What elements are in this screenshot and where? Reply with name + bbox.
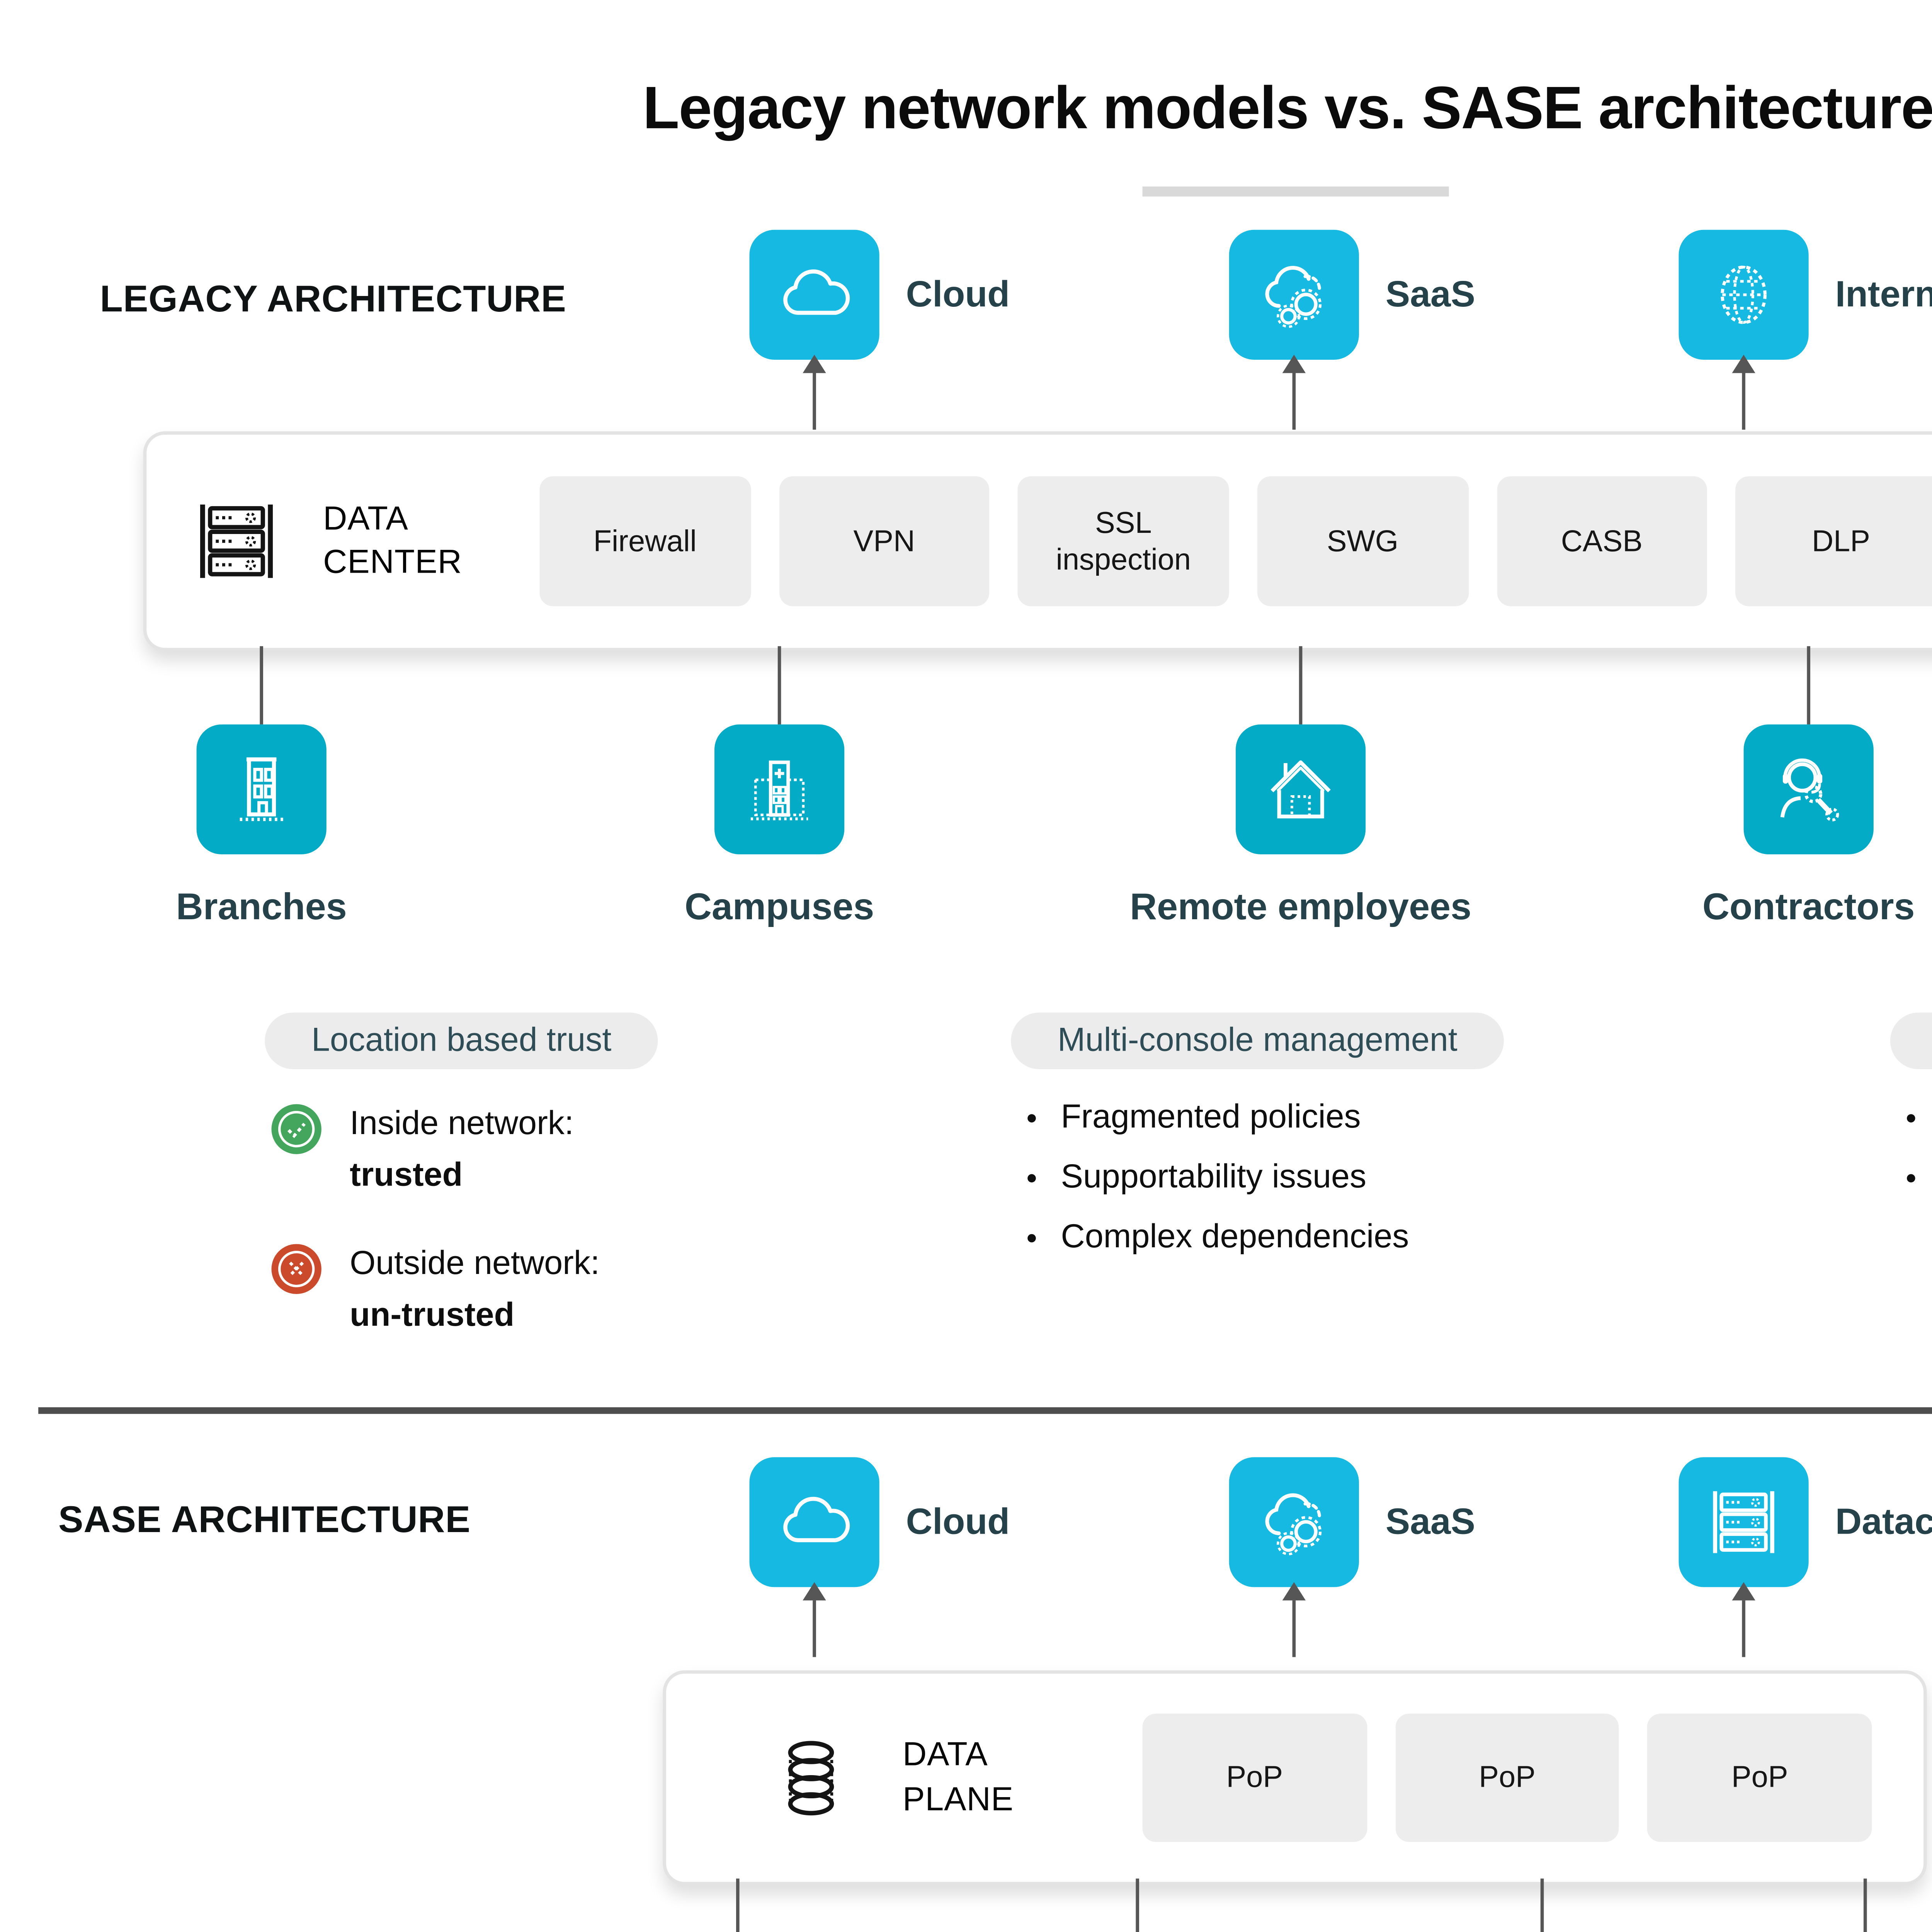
server-rack-icon [1679,1457,1809,1587]
trust-line: un-trusted [350,1297,515,1334]
callout-pill: Location based trust [265,1012,658,1070]
callout-pill: Multi-console management [1011,1012,1504,1070]
data-center-box: DATA CENTER Firewall VPN SSL inspection … [143,431,1932,651]
sase-node-datacenters: Datacenters [1679,1457,1932,1587]
connector-line [1540,1878,1544,1932]
server-rack-icon [193,501,280,581]
office-building-icon [196,724,327,855]
legacy-section-label: LEGACY ARCHITECTURE [100,278,566,320]
connector-line [736,1878,740,1932]
connector-line [1299,646,1303,724]
trust-item-bad: Outside network: un-trusted [271,1239,600,1342]
arrow-up [1732,355,1755,430]
node-label: Cloud [906,1500,1010,1543]
pop-chip-row: PoP PoP PoP [1142,1713,1872,1842]
section-divider [38,1407,1932,1413]
arrow-up [1732,1582,1755,1657]
legacy-node-internet: Internet [1679,230,1932,360]
node-label: SaaS [1385,273,1475,315]
node-label: Datacenters [1835,1500,1932,1543]
service-chip: VPN [779,476,990,606]
bullet-dot [1906,1113,1915,1122]
x-circle-icon [271,1244,321,1294]
arrow-up [1282,355,1306,430]
service-chip: SSL inspection [1018,476,1229,606]
pop-chip: PoP [1395,1713,1619,1842]
node-label: SaaS [1385,1500,1475,1543]
bullet-text: Supportability issues [1061,1158,1367,1195]
connector-line [1136,1878,1139,1932]
saas-icon [1229,1457,1359,1587]
campus-building-icon [714,724,845,855]
service-chip-row: Firewall VPN SSL inspection SWG CASB DLP… [539,476,1932,606]
connector-line [1807,646,1810,724]
node-label: Remote employees [1130,886,1472,928]
arrow-up [803,1582,826,1657]
cloud-icon [749,1457,879,1587]
bullet-dot [1906,1173,1915,1182]
legacy-node-cloud: Cloud [749,230,1010,360]
data-plane-box: DATA PLANE PoP PoP PoP [663,1670,1927,1885]
database-icon [766,1738,856,1818]
bullet-text: Fragmented policies [1061,1098,1361,1135]
connector-line [1863,1878,1867,1932]
trust-line: Outside network: [350,1245,600,1282]
trust-line: trusted [350,1157,463,1194]
bullet-dot [1027,1113,1036,1122]
arrow-up [1282,1582,1306,1657]
service-chip: SWG [1257,476,1468,606]
title-underline [1142,186,1449,197]
bullet-list: Fragmented policies Supportability issue… [1027,1087,1409,1267]
page-title: Legacy network models vs. SASE architect… [643,73,1932,142]
service-chip: DLP [1735,476,1932,606]
node-label: Cloud [906,273,1010,315]
arrow-up [803,355,826,430]
saas-icon [1229,230,1359,360]
sase-section-label: SASE ARCHITECTURE [58,1499,471,1541]
sase-node-cloud: Cloud [749,1457,1010,1587]
node-label: Contractors [1702,886,1915,928]
bullet-dot [1027,1173,1036,1182]
internet-globe-icon [1679,230,1809,360]
bullet-dot [1027,1233,1036,1242]
node-label: Branches [176,886,347,928]
bullet-text: Complex dependencies [1061,1218,1409,1255]
callout-pill: Backhaul traffic [1890,1012,1932,1070]
hub-title: DATA PLANE [903,1737,1014,1818]
legacy-node-saas: SaaS [1229,230,1475,360]
connector-line [260,646,263,724]
trust-line: Inside network: [350,1105,574,1143]
node-label: Internet [1835,273,1932,315]
hub-title: DATA CENTER [323,500,462,582]
support-agent-icon [1743,724,1874,855]
check-circle-icon [271,1104,321,1154]
service-chip: Firewall [539,476,751,606]
node-label: Campuses [684,886,874,928]
sase-node-saas: SaaS [1229,1457,1475,1587]
bullet-list: Limited scalability Poor user experience [1906,1087,1932,1207]
cloud-icon [749,230,879,360]
house-icon [1236,724,1366,855]
trust-item-good: Inside network: trusted [271,1099,574,1202]
pop-chip: PoP [1648,1713,1872,1842]
connector-line [777,646,781,724]
service-chip: CASB [1496,476,1708,606]
pop-chip: PoP [1142,1713,1367,1842]
